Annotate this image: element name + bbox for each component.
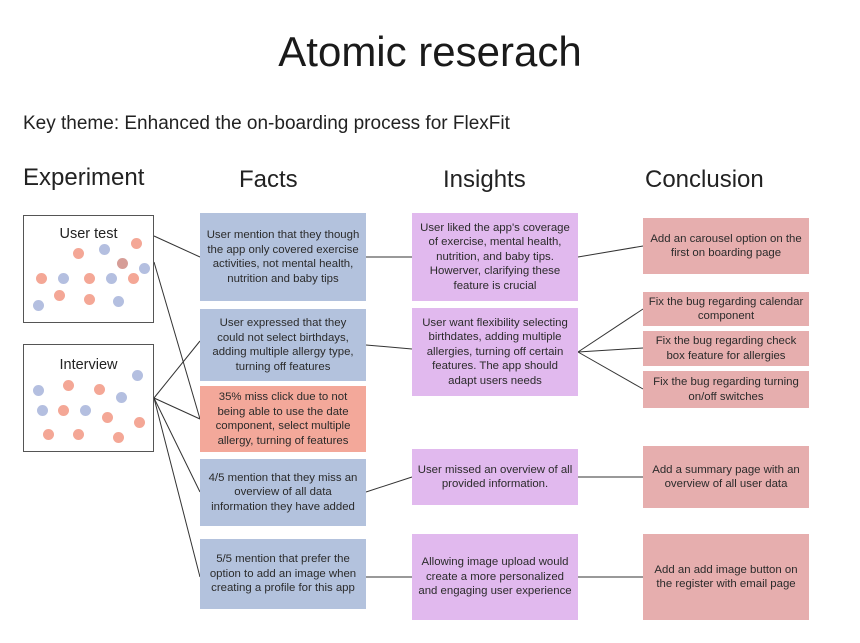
data-dot bbox=[113, 296, 124, 307]
connector-line bbox=[153, 397, 201, 578]
fact-card: 4/5 mention that they miss an overview o… bbox=[200, 459, 366, 526]
data-dot bbox=[94, 384, 105, 395]
data-dot bbox=[128, 273, 139, 284]
data-dot bbox=[73, 248, 84, 259]
conclusion-card: Fix the bug regarding turning on/off swi… bbox=[643, 371, 809, 408]
insight-card: User missed an overview of all provided … bbox=[412, 449, 578, 505]
column-header-experiment: Experiment bbox=[23, 164, 145, 191]
data-dot bbox=[54, 290, 65, 301]
data-dot bbox=[43, 429, 54, 440]
data-dot bbox=[84, 294, 95, 305]
data-dot bbox=[36, 273, 47, 284]
data-dot bbox=[116, 392, 127, 403]
diagram-title: Atomic reserach bbox=[278, 28, 582, 75]
connector-line bbox=[577, 308, 644, 353]
data-dot bbox=[106, 273, 117, 284]
insight-card: User liked the app's coverage of exercis… bbox=[412, 213, 578, 301]
conclusion-card: Add a summary page with an overview of a… bbox=[643, 446, 809, 508]
data-dot bbox=[102, 412, 113, 423]
data-dot bbox=[33, 385, 44, 396]
connector-line bbox=[365, 344, 413, 350]
interview-label: Interview bbox=[59, 357, 118, 373]
conclusion-card: Fix the bug regarding calendar component bbox=[643, 292, 809, 326]
connector-line bbox=[577, 347, 644, 353]
connector-line bbox=[153, 340, 201, 399]
user-test-box: User test bbox=[23, 215, 154, 323]
column-header-facts: Facts bbox=[239, 166, 298, 193]
conclusion-card: Add an add image button on the register … bbox=[643, 534, 809, 620]
interview-box: Interview bbox=[23, 344, 154, 452]
data-dot bbox=[99, 244, 110, 255]
connector-line bbox=[153, 261, 201, 420]
data-dot bbox=[80, 405, 91, 416]
data-dot bbox=[131, 238, 142, 249]
fact-card: User mention that they though the app on… bbox=[200, 213, 366, 301]
data-dot bbox=[33, 300, 44, 311]
user-test-label: User test bbox=[59, 226, 118, 242]
insight-card: User want flexibility selecting birthdat… bbox=[412, 308, 578, 396]
connector-line bbox=[153, 235, 201, 258]
column-header-insights: Insights bbox=[443, 166, 526, 193]
data-dot bbox=[134, 417, 145, 428]
data-dot bbox=[58, 273, 69, 284]
connector-line bbox=[577, 351, 644, 390]
connector-line bbox=[153, 397, 201, 493]
fact-card: User expressed that they could not selec… bbox=[200, 309, 366, 381]
conclusion-card: Add an carousel option on the first on b… bbox=[643, 218, 809, 274]
key-theme: Key theme: Enhanced the on-boarding proc… bbox=[23, 113, 510, 134]
conclusion-card: Fix the bug regarding check box feature … bbox=[643, 331, 809, 366]
insight-card: Allowing image upload would create a mor… bbox=[412, 534, 578, 620]
data-dot bbox=[73, 429, 84, 440]
data-dot bbox=[84, 273, 95, 284]
fact-card: 5/5 mention that prefer the option to ad… bbox=[200, 539, 366, 609]
data-dot bbox=[113, 432, 124, 443]
data-dot bbox=[63, 380, 74, 391]
connector-line bbox=[153, 397, 201, 420]
column-header-conclusion: Conclusion bbox=[645, 166, 764, 193]
data-dot bbox=[117, 258, 128, 269]
data-dot bbox=[132, 370, 143, 381]
fact-card-highlight: 35% miss click due to not being able to … bbox=[200, 386, 366, 452]
data-dot bbox=[37, 405, 48, 416]
connector-line bbox=[577, 245, 644, 258]
data-dot bbox=[139, 263, 150, 274]
connector-line bbox=[365, 476, 413, 493]
data-dot bbox=[58, 405, 69, 416]
